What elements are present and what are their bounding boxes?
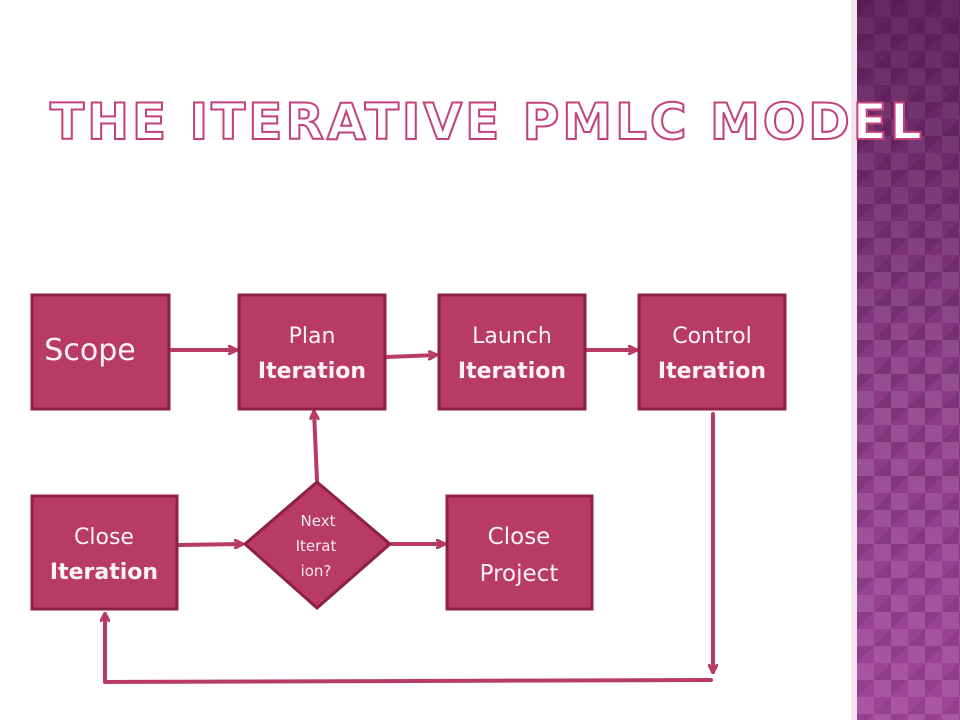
node-close-project-line1: Close xyxy=(488,524,551,550)
node-scope-label: Scope xyxy=(44,333,135,368)
node-plan-line2: Iteration xyxy=(258,359,366,384)
node-next-iteration-decision: Next Iterat ion? xyxy=(242,480,393,611)
node-close-iteration-line1: Close xyxy=(74,525,134,550)
node-launch-line1: Launch xyxy=(472,324,552,349)
node-decision-line1: Next xyxy=(301,512,336,530)
decorative-sidebar xyxy=(857,0,960,720)
edges xyxy=(105,350,713,684)
edge-plan-to-launch xyxy=(385,355,436,357)
slide-title: The Iterative PMLC Model xyxy=(49,92,925,152)
node-control-iteration: Control Iteration xyxy=(637,293,787,411)
edge-decision-to-plan xyxy=(314,412,317,482)
node-launch-iteration: Launch Iteration xyxy=(437,293,587,411)
node-plan-iteration: Plan Iteration xyxy=(237,293,387,411)
node-plan-line1: Plan xyxy=(289,324,336,349)
sidebar-edge xyxy=(851,0,857,720)
node-scope: Scope xyxy=(30,293,171,411)
node-close-iteration-line2: Iteration xyxy=(50,560,158,585)
node-decision-line3: ion? xyxy=(301,562,332,580)
edge-bottom-return xyxy=(105,612,713,684)
node-close-project: Close Project xyxy=(445,494,594,611)
node-control-line2: Iteration xyxy=(658,359,766,384)
node-control-line1: Control xyxy=(672,324,752,349)
edge-close-iteration-to-decision xyxy=(177,544,242,545)
node-decision-line2: Iterat xyxy=(296,537,337,555)
node-launch-line2: Iteration xyxy=(458,359,566,384)
node-close-project-line2: Project xyxy=(480,561,559,587)
node-close-iteration: Close Iteration xyxy=(30,494,179,611)
